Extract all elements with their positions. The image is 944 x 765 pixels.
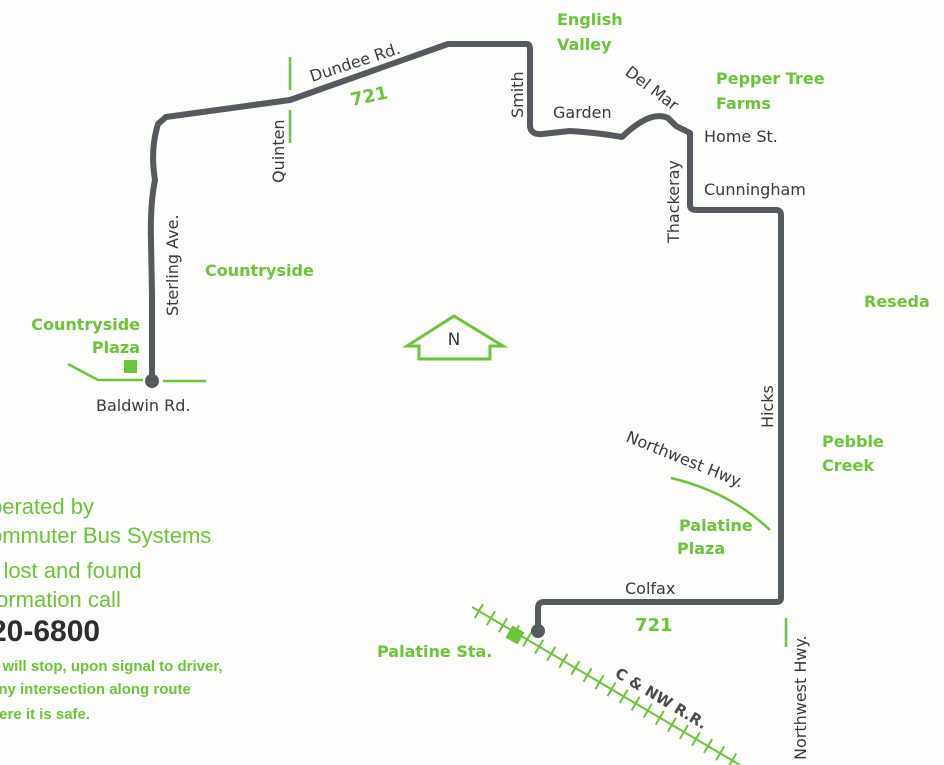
palatine-station-stop-icon <box>505 625 525 645</box>
railroad-tie <box>642 703 653 719</box>
stop-note-line2: any intersection along route <box>0 681 191 698</box>
railroad-tie <box>473 603 484 619</box>
railroad-tie <box>522 632 533 647</box>
railroad-tie <box>679 724 689 740</box>
street-garden: Garden <box>553 103 612 122</box>
lost-found-line2: formation call <box>0 587 121 612</box>
stop-note-line1: s will stop, upon signal to driver, <box>0 658 223 675</box>
railroad-tie <box>558 653 569 669</box>
railroad-tie <box>582 667 593 683</box>
area-palatine-plaza-line1: Palatine <box>679 516 753 535</box>
railroad-tie <box>606 681 617 697</box>
north-arrow-label: N <box>448 330 461 350</box>
area-pepper-tree-line1: Pepper Tree <box>716 69 825 88</box>
street-quinten: Quinten <box>269 119 288 183</box>
stop-note-line3: here it is safe. <box>0 706 91 723</box>
railroad-tie <box>715 745 726 761</box>
route-number-label-south: 721 <box>635 615 673 636</box>
railroad-tie <box>618 688 629 704</box>
area-english-valley-line1: English <box>557 10 623 29</box>
operated-by-line1: perated by <box>0 494 94 519</box>
phone-number: 20-6800 <box>0 615 101 648</box>
palatine-terminal-dot <box>531 624 545 638</box>
area-palatine-plaza-line2: Plaza <box>677 539 725 558</box>
service-info: perated by ommuter Bus Systems r lost an… <box>0 492 223 728</box>
railroad-tie <box>498 617 508 633</box>
area-pebble-creek-line2: Creek <box>822 456 874 475</box>
operated-by-line2: ommuter Bus Systems <box>0 523 212 548</box>
railroad-tie <box>666 717 677 733</box>
railroad-tie <box>654 710 665 726</box>
baldwin-terminal-dot <box>145 374 159 388</box>
street-thackeray: Thackeray <box>664 160 683 244</box>
street-sterling-ave: Sterling Ave. <box>163 214 182 316</box>
countryside-plaza-stop-icon <box>124 360 137 373</box>
baldwin-road-marker-left <box>67 362 99 382</box>
area-countryside-plaza-line1: Countryside <box>31 315 140 334</box>
area-countryside: Countryside <box>205 261 314 280</box>
street-home-st: Home St. <box>704 127 778 146</box>
street-cunningham: Cunningham <box>704 180 806 199</box>
area-countryside-plaza-line2: Plaza <box>92 338 140 357</box>
street-northwest-hwy-vertical: Northwest Hwy. <box>791 635 810 760</box>
railroad-tie <box>534 639 545 655</box>
street-smith: Smith <box>508 71 527 118</box>
area-palatine-station: Palatine Sta. <box>377 642 492 661</box>
railroad-tie <box>594 674 605 690</box>
bus-route-721 <box>147 41 784 634</box>
area-reseda: Reseda <box>864 292 930 311</box>
railroad-tie <box>570 660 581 676</box>
area-pepper-tree-line2: Farms <box>716 94 771 113</box>
railroad-tie <box>703 738 713 754</box>
northwest-hwy-curve <box>670 476 771 531</box>
railroad-tie <box>691 731 701 747</box>
area-pebble-creek-line1: Pebble <box>822 432 884 451</box>
railroad-tie <box>630 696 641 711</box>
north-arrow-icon: N <box>401 314 509 361</box>
lost-found-line1: r lost and found <box>0 558 142 583</box>
area-english-valley-line2: Valley <box>557 35 612 54</box>
railroad-tie <box>486 610 496 626</box>
street-baldwin-rd: Baldwin Rd. <box>96 396 191 415</box>
street-del-mar: Del Mar <box>622 62 683 115</box>
railroad-tie <box>546 646 557 662</box>
street-colfax: Colfax <box>625 579 675 598</box>
route-number-label-north: 721 <box>349 83 390 111</box>
street-hicks: Hicks <box>758 385 777 428</box>
